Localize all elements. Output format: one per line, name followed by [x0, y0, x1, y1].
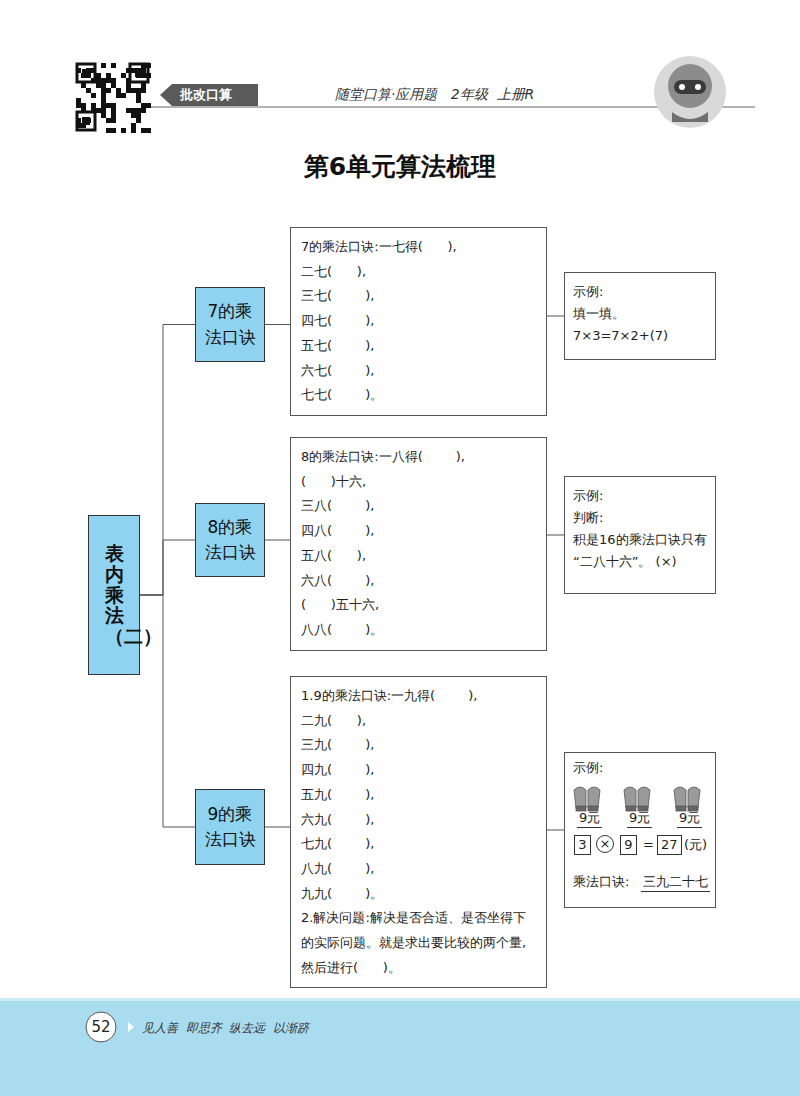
formula-line: 四八( ),	[301, 519, 536, 544]
content-box: 8的乘法口诀:一八得( ),( )十六,三八( ),四八( ),五八( ),六八…	[290, 437, 547, 651]
formula-line: 二七( ),	[301, 260, 536, 285]
formula-line: 五九( ),	[301, 783, 536, 808]
robot-icon	[654, 56, 726, 128]
formula-line: 六七( ),	[301, 359, 536, 384]
formula-line: 九九( )。	[301, 882, 536, 907]
example-heading: 示例:	[573, 485, 707, 507]
connector-line	[265, 540, 290, 541]
formula-line: 2.解决问题:解决是否合适、是否坐得下的实际问题。就是求出要比较的两个量,然后进…	[301, 906, 536, 980]
connector-line	[265, 827, 290, 828]
connector-line	[265, 324, 290, 325]
formula-line: 八九( ),	[301, 857, 536, 882]
example-text: 填一填。	[573, 303, 707, 325]
connector-line	[547, 830, 564, 831]
footer-motto: 见人善 即思齐 纵去远 以渐跻	[142, 1020, 309, 1037]
mitten-illustration	[574, 787, 700, 811]
content-box: 7的乘法口诀:一七得( ),二七( ),三七( ),四七( ),五七( ),六七…	[290, 227, 547, 416]
connector-line	[140, 540, 195, 595]
footer-triangle	[128, 1022, 134, 1032]
header-text: 随堂口算·应用题 2年级 上册R	[335, 86, 534, 104]
formula-line: 三七( ),	[301, 284, 536, 309]
example-text: 9元	[627, 809, 652, 828]
example-heading: 示例:	[573, 759, 603, 777]
formula-line: 八八( )。	[301, 618, 536, 643]
formula-line: 四七( ),	[301, 309, 536, 334]
connector-line	[140, 595, 195, 827]
header-tab	[160, 84, 258, 106]
example-text: 7×3=7×2+(7)	[573, 325, 707, 347]
formula-line: ( )十六,	[301, 470, 536, 495]
formula-line: 三八( ),	[301, 494, 536, 519]
root-box: 表内乘法（二）	[88, 515, 140, 675]
formula-line: 七七( )。	[301, 383, 536, 408]
formula-line: 7的乘法口诀:一七得( ),	[301, 235, 536, 260]
formula-line: 1.9的乘法口诀:一九得( ),	[301, 684, 536, 709]
formula-line: 五八( ),	[301, 544, 536, 569]
example-text: 3	[574, 835, 591, 855]
topic-box: 9的乘法口诀	[195, 789, 265, 865]
page-number-circle	[86, 1012, 116, 1042]
example-text: 判断:	[573, 507, 707, 529]
formula-line: 六八( ),	[301, 569, 536, 594]
topic-box: 7的乘法口诀	[195, 287, 265, 362]
page-number: 52	[86, 1018, 116, 1036]
topic-title: 8的乘法口诀	[204, 515, 256, 566]
formula-line: 8的乘法口诀:一八得( ),	[301, 445, 536, 470]
example-text: 三九二十七	[641, 873, 710, 892]
example-box: 示例:判断:积是16的乘法口诀只有“二八十六”。 (×)	[564, 476, 716, 594]
formula-line: 七九( ),	[301, 832, 536, 857]
formula-line: 四九( ),	[301, 758, 536, 783]
connector-line	[547, 316, 564, 317]
topic-title: 7的乘法口诀	[204, 299, 256, 350]
formula-line: 五七( ),	[301, 334, 536, 359]
example-text: 9元	[577, 809, 602, 828]
example-text: 9	[620, 835, 637, 855]
tab-label: 批改口算	[180, 86, 232, 104]
root-title: 表内乘法（二）	[105, 543, 124, 647]
formula-line: ( )五十六,	[301, 593, 536, 618]
example-text: 27	[657, 835, 682, 855]
example-text: 积是16的乘法口诀只有“二八十六”。 (×)	[573, 529, 707, 573]
formula-line: 二九( ),	[301, 709, 536, 734]
formula-line: 三九( ),	[301, 733, 536, 758]
footer-edge	[0, 998, 800, 1001]
footer-band	[0, 1000, 800, 1096]
topic-title: 9的乘法口诀	[204, 802, 256, 853]
content-box: 1.9的乘法口诀:一九得( ),二九( ),三九( ),四九( ),五九( ),…	[290, 676, 547, 988]
example-heading: 示例:	[573, 281, 707, 303]
example-box: 示例:填一填。7×3=7×2+(7)	[564, 272, 716, 360]
connector-line	[547, 535, 564, 536]
example-text: 9元	[677, 809, 702, 828]
example-text: (元)	[684, 836, 707, 854]
example-text: ×	[596, 835, 614, 853]
page-title: 第6单元算法梳理	[0, 150, 800, 183]
example-text: 乘法口诀:	[573, 873, 629, 891]
connector-line	[140, 325, 195, 596]
topic-box: 8的乘法口诀	[195, 503, 265, 577]
example-box: 示例: 9元 9元 9元 3 × 9 =27(元) 乘法口诀: 三九二十七	[564, 752, 716, 908]
qr-code	[75, 62, 151, 133]
example-text: =	[643, 836, 654, 854]
formula-line: 六九( ),	[301, 808, 536, 833]
